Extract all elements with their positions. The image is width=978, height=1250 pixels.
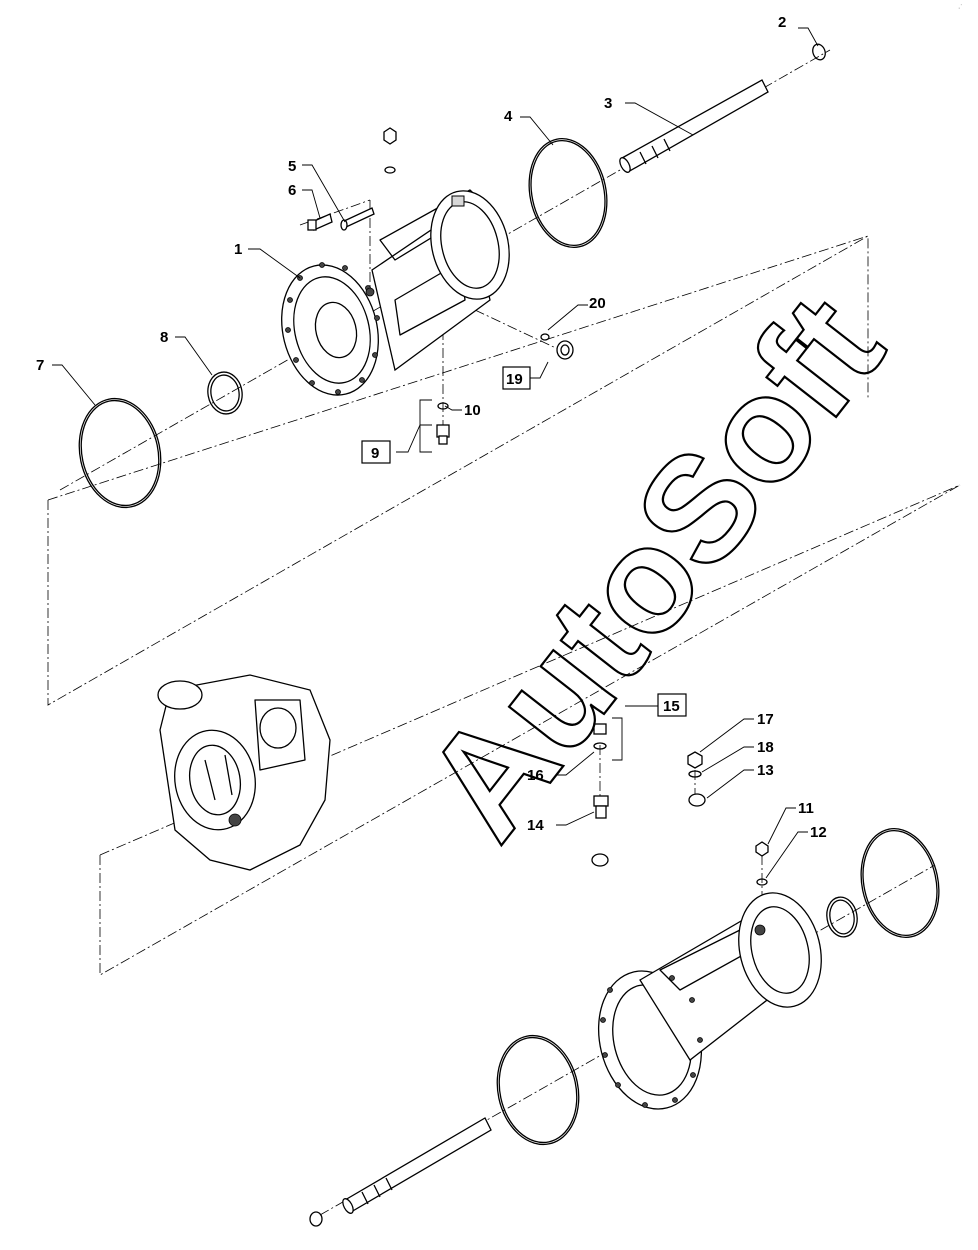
seal-ring-lower-left	[496, 1034, 580, 1146]
axle-shaft-lower	[342, 1117, 492, 1214]
nut-11-12	[755, 841, 769, 886]
nut-17-18	[687, 751, 703, 778]
callout-13: 13	[757, 762, 774, 779]
plug-20	[540, 333, 574, 360]
axle-shaft-3	[619, 79, 769, 173]
axle-housing-1	[281, 189, 510, 396]
svg-text:19: 19	[506, 371, 523, 388]
seal-ring-lower-right	[860, 827, 940, 939]
callout-16: 16	[527, 767, 544, 784]
callout-10: 10	[464, 402, 481, 419]
boxed-callout-19: 19	[502, 366, 531, 390]
boxed-callout-15: 15	[657, 693, 687, 717]
callout-11: 11	[798, 800, 814, 817]
brake-pipe-13	[591, 793, 707, 874]
nut-top	[383, 127, 397, 174]
callout-12: 12	[810, 824, 827, 841]
callout-8: 8	[160, 329, 168, 346]
callout-1: 1	[234, 241, 242, 258]
callout-14: 14	[527, 817, 544, 834]
callout-20: 20	[589, 295, 606, 312]
callout-17: 17	[757, 711, 774, 728]
seal-ring-4	[528, 137, 608, 249]
callout-7: 7	[36, 357, 44, 374]
svg-text:9: 9	[371, 445, 379, 462]
callout-5: 5	[288, 158, 296, 175]
callouts: 2 3 4 5 6 1 20 8 7 10 17 18 13 16 11 14 …	[36, 14, 827, 841]
snap-ring-lower	[309, 1211, 323, 1227]
callout-4: 4	[504, 108, 513, 125]
callout-3: 3	[604, 95, 612, 112]
plug-15-16	[593, 723, 607, 750]
callout-18: 18	[757, 739, 774, 756]
bolt-5	[340, 207, 375, 231]
lower-axle-housing	[597, 892, 822, 1110]
corner-mark: ·˙	[958, 4, 963, 12]
center-housing	[157, 674, 331, 871]
svg-text:15: 15	[663, 698, 680, 715]
seal-ring-7	[78, 397, 162, 509]
boxed-callout-9: 9	[361, 440, 391, 464]
watermark: AutoSoft	[392, 266, 914, 868]
bolt-6	[307, 213, 333, 231]
callout-6: 6	[288, 182, 296, 199]
leader-lines	[52, 27, 819, 879]
fitting-14	[593, 795, 609, 819]
o-ring-8	[207, 371, 243, 415]
breather-9-10	[436, 402, 450, 445]
callout-2: 2	[778, 14, 786, 31]
o-ring-lower-right	[826, 896, 858, 938]
snap-ring-2	[812, 43, 826, 61]
